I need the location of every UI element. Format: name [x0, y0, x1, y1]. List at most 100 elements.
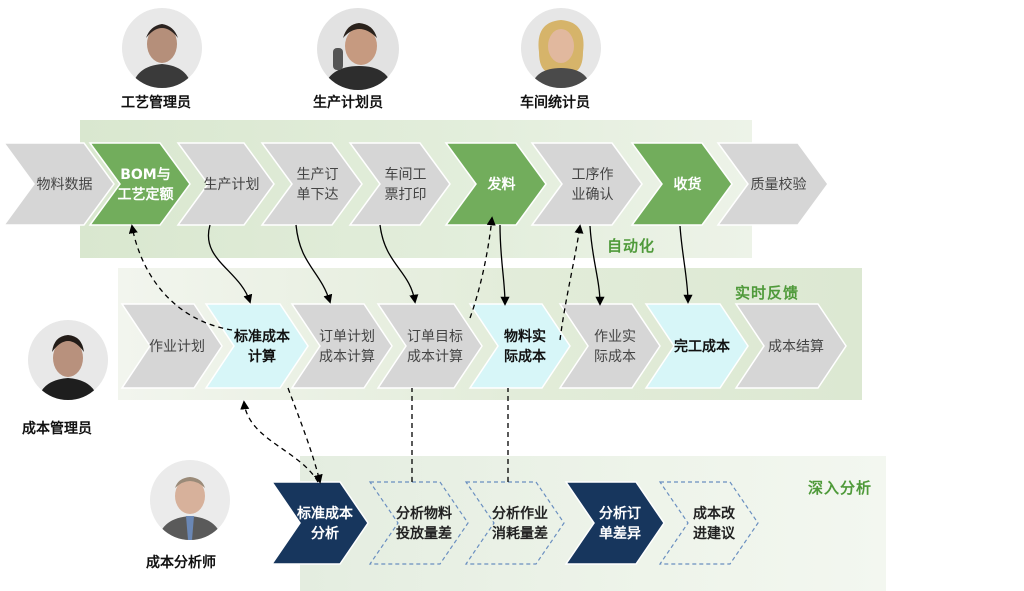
cost-analyst-avatar: [150, 460, 230, 540]
r1-quality-check-chevron: [716, 142, 829, 226]
r2-std-cost-calc-chevron: [204, 303, 309, 389]
std-cost-to-bom-arrow: [128, 224, 233, 331]
order-release-to-target-cost-arrow: [379, 224, 419, 304]
cost-manager-avatar: [28, 320, 108, 400]
workshop-statistician-role: 车间统计员: [520, 95, 590, 111]
r1-ticket-print-chevron: [348, 142, 451, 226]
r1-quality-check-label-line-0: 质量校验: [751, 176, 807, 193]
r1-receipt-step: 收货: [630, 142, 733, 226]
r3-work-variance-label-line-1: 消耗量差: [492, 525, 548, 542]
receipt-to-finished-cost-arrow: [679, 225, 693, 304]
cost-manager-role: 成本管理员: [22, 421, 92, 437]
r2-order-target-cost-label-line-1: 成本计算: [407, 349, 463, 365]
production-planner-avatar: [317, 8, 399, 90]
plan-to-order-plan-cost-arrow: [295, 224, 333, 304]
r2-order-plan-cost-label-line-1: 成本计算: [319, 349, 375, 365]
r3-std-cost-analysis-chevron: [270, 481, 369, 565]
r1-material-data-chevron: [2, 142, 115, 226]
r1-production-plan-step: 生产计划: [176, 142, 275, 226]
issue-to-material-cost-arrow: [499, 224, 510, 306]
r2-cost-settlement-chevron: [734, 303, 847, 389]
r2-finished-cost-label-line-0: 完工成本: [674, 338, 731, 355]
r1-op-confirm-label-line-0: 工序作: [572, 167, 614, 183]
r1-material-data-step: 物料数据: [2, 142, 115, 226]
std-cost-to-analysis-arrow: [287, 387, 323, 484]
r1-bom-chevron: [88, 142, 191, 226]
r2-material-actual-cost-chevron: [468, 303, 571, 389]
target-cost-to-issue-arrow: [469, 216, 496, 319]
r3-std-cost-analysis-label-line-1: 分析: [311, 525, 339, 542]
r2-order-plan-cost-chevron: [290, 303, 393, 389]
deep-analysis-label: 深入分析: [808, 479, 873, 497]
r1-quality-check-step: 质量校验: [716, 142, 829, 226]
material-cost-to-op-confirm-arrow: [559, 224, 584, 341]
r1-ticket-print-label-line-1: 票打印: [385, 186, 427, 203]
connector-arrows: [128, 216, 693, 484]
r2-work-plan-chevron: [120, 303, 223, 389]
r2-work-actual-cost-chevron: [558, 303, 661, 389]
r3-cost-improvement-label-line-0: 成本改: [693, 505, 736, 522]
r3-material-variance-label-line-0: 分析物料: [396, 505, 452, 522]
r2-order-target-cost-chevron: [376, 303, 483, 389]
r1-op-confirm-label-line-1: 业确认: [572, 187, 614, 203]
r2-std-cost-calc-label-line-1: 计算: [248, 348, 276, 365]
automation-label: 自动化: [607, 237, 656, 255]
r2-work-plan-label-line-0: 作业计划: [149, 339, 205, 355]
r1-issue-label-line-0: 发料: [487, 176, 516, 193]
r2-finished-cost-step: 完工成本: [644, 303, 749, 389]
r2-cost-settlement-label-line-0: 成本结算: [768, 339, 824, 355]
realtime-feedback-label: 实时反馈: [735, 284, 800, 302]
analysis-to-std-cost-arrow: [240, 400, 319, 483]
r2-material-actual-cost-label-line-1: 际成本: [504, 348, 547, 365]
process-manager-role: 工艺管理员: [121, 95, 191, 111]
r3-cost-improvement-label-line-1: 进建议: [693, 525, 736, 542]
r2-work-actual-cost-label-line-1: 际成本: [594, 349, 636, 365]
r3-order-variance-chevron: [564, 481, 665, 565]
r1-ticket-print-label-line-0: 车间工: [385, 166, 427, 183]
bom-to-std-cost-arrow: [207, 224, 253, 304]
production-planner-role: 生产计划员: [313, 95, 383, 111]
workshop-statistician-avatar: [521, 8, 601, 88]
r1-bom-label-line-0: BOM与: [120, 167, 171, 183]
r3-material-variance-chevron: [368, 481, 469, 565]
r1-production-plan-chevron: [176, 142, 275, 226]
r1-bom-label-line-1: 工艺定额: [118, 186, 174, 203]
r1-order-release-label-line-0: 生产订: [297, 167, 339, 183]
r3-order-variance-label-line-1: 单差异: [599, 525, 641, 542]
op-confirm-to-work-cost-arrow: [589, 225, 605, 306]
r2-finished-cost-chevron: [644, 303, 749, 389]
r3-std-cost-analysis-label-line-0: 标准成本: [296, 505, 354, 522]
r1-receipt-label-line-0: 收货: [674, 176, 702, 193]
r2-material-actual-cost-label-line-0: 物料实: [504, 328, 546, 345]
r2-work-plan-step: 作业计划: [120, 303, 223, 389]
r3-material-variance-label-line-1: 投放量差: [396, 525, 452, 542]
r3-cost-improvement-chevron: [658, 481, 759, 565]
r2-order-target-cost-label-line-0: 订单目标: [407, 329, 463, 345]
r3-order-variance-label-line-0: 分析订: [599, 505, 641, 522]
r1-op-confirm-chevron: [530, 142, 643, 226]
r1-order-release-chevron: [260, 142, 363, 226]
r1-production-plan-label-line-0: 生产计划: [204, 177, 260, 193]
process-manager-avatar: [122, 8, 202, 88]
r2-std-cost-calc-label-line-0: 标准成本: [233, 328, 291, 345]
r1-material-data-label-line-0: 物料数据: [37, 177, 93, 193]
r1-issue-chevron: [444, 142, 547, 226]
r2-order-plan-cost-label-line-0: 订单计划: [319, 329, 375, 345]
r1-order-release-label-line-1: 单下达: [297, 187, 339, 203]
